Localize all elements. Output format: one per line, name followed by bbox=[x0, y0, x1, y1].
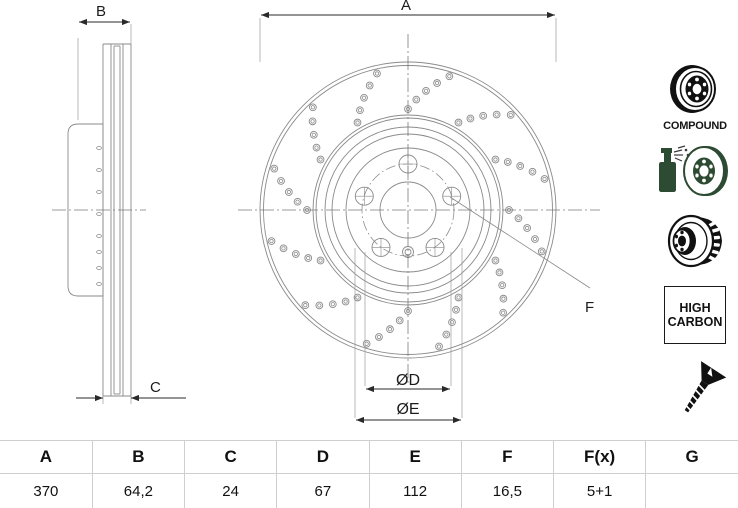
column-header-d: D bbox=[277, 441, 369, 474]
table-header-row: A B C D E F F(x) G bbox=[0, 441, 738, 474]
column-header-b: B bbox=[92, 441, 184, 474]
badge-screw bbox=[652, 356, 738, 423]
disc-centerlines bbox=[238, 34, 600, 384]
high-carbon-line1: HIGH bbox=[679, 301, 710, 315]
value-d: 67 bbox=[277, 474, 369, 508]
dimension-a-label: A bbox=[401, 0, 411, 14]
column-header-a: A bbox=[0, 441, 92, 474]
vented-disc-icon bbox=[658, 212, 732, 270]
specification-table: A B C D E F F(x) G 370 64,2 24 67 112 16… bbox=[0, 440, 738, 508]
table-row: 370 64,2 24 67 112 16,5 5+1 bbox=[0, 474, 738, 508]
value-f: 16,5 bbox=[461, 474, 553, 508]
compound-label: COMPOUND bbox=[652, 120, 738, 132]
dimension-c-label: C bbox=[150, 379, 161, 396]
dimension-f-label: F bbox=[585, 299, 594, 316]
brake-disc-technical-drawing: B C A bbox=[0, 0, 738, 440]
dimension-phi-e: ØE bbox=[355, 248, 462, 420]
badge-compound: COMPOUND bbox=[652, 64, 738, 132]
value-b: 64,2 bbox=[92, 474, 184, 508]
dimension-phi-d-label: ØD bbox=[396, 372, 420, 389]
countersunk-screw-icon bbox=[658, 356, 732, 418]
value-g bbox=[646, 474, 738, 508]
value-e: 112 bbox=[369, 474, 461, 508]
high-carbon-box: HIGH CARBON bbox=[664, 286, 726, 344]
column-header-fx: F(x) bbox=[554, 441, 646, 474]
high-carbon-line2: CARBON bbox=[668, 315, 723, 329]
column-header-g: G bbox=[646, 441, 738, 474]
value-fx: 5+1 bbox=[554, 474, 646, 508]
column-header-f: F bbox=[461, 441, 553, 474]
feature-badge-rail: COMPOUND bbox=[652, 64, 738, 434]
badge-coated bbox=[652, 144, 738, 204]
value-c: 24 bbox=[185, 474, 277, 508]
badge-vented bbox=[652, 212, 738, 275]
dimension-phi-e-label: ØE bbox=[396, 401, 419, 418]
compound-disc-icon bbox=[660, 64, 730, 114]
column-header-c: C bbox=[185, 441, 277, 474]
value-a: 370 bbox=[0, 474, 92, 508]
badge-high-carbon: HIGH CARBON bbox=[652, 286, 738, 344]
disc-side-section-view bbox=[68, 44, 131, 396]
dimension-b-label: B bbox=[96, 3, 106, 20]
column-header-e: E bbox=[369, 441, 461, 474]
coated-disc-spray-icon bbox=[655, 144, 735, 199]
